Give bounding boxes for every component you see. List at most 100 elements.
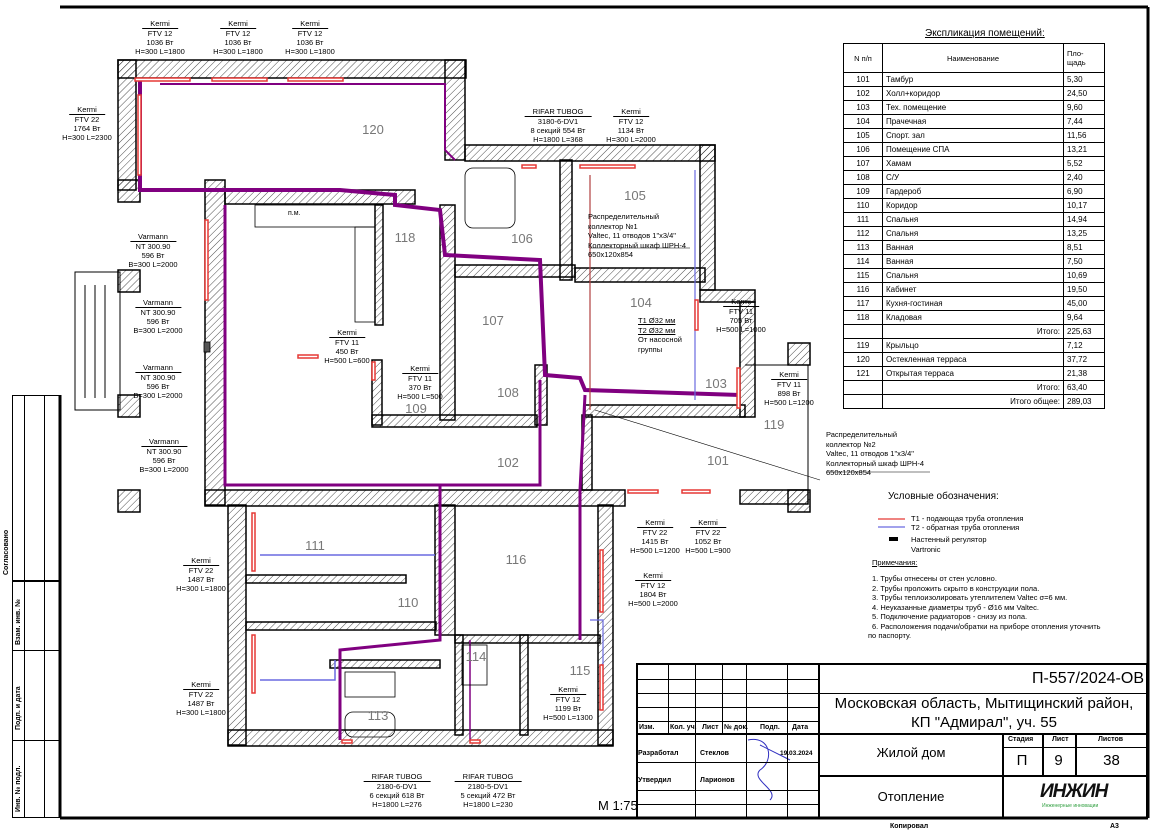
- radiator-model: FTV 12: [297, 29, 323, 38]
- radiator-brand: Varmann: [135, 363, 181, 373]
- room-number: 118: [394, 230, 416, 245]
- room-name: Крыльцо: [882, 338, 1064, 353]
- collector-2-line: коллектор №2: [826, 439, 876, 449]
- radiator-model: FTV 12: [618, 117, 644, 126]
- radiator-model: FTV 22: [74, 115, 100, 124]
- radiator-power: 596 Вт: [141, 251, 165, 260]
- radiator-power: 596 Вт: [146, 382, 170, 391]
- pump-note-from: От насосной: [638, 335, 682, 344]
- radiator-brand: Kermi: [635, 571, 671, 581]
- room-number: 110: [397, 595, 419, 610]
- room-area: 21,38: [1063, 366, 1105, 381]
- room-name: Остекленная терраса: [882, 352, 1064, 367]
- room-name: Кухня-гостиная: [882, 296, 1064, 311]
- room-num: 105: [843, 128, 883, 143]
- room-num: 104: [843, 114, 883, 129]
- room-number: 101: [707, 453, 729, 468]
- room-num: 110: [843, 198, 883, 213]
- note-item: 2. Трубы проложить скрыто в конструкции …: [872, 583, 1040, 593]
- room-name: Хамам: [882, 156, 1064, 171]
- radiator-model: NT 300.90: [140, 373, 176, 382]
- room-num: 117: [843, 296, 883, 311]
- room-num: 115: [843, 268, 883, 283]
- room-num: 109: [843, 184, 883, 199]
- room-area: 8,51: [1063, 240, 1105, 255]
- note-item: 4. Неуказанные диаметры труб - Ø16 мм Va…: [872, 602, 1039, 612]
- room-num: 119: [843, 338, 883, 353]
- room-num: 113: [843, 240, 883, 255]
- radiator-brand: Kermi: [329, 328, 365, 338]
- col-date: Дата: [792, 724, 809, 731]
- format-label: А3: [1110, 823, 1119, 830]
- address: Московская область, Мытищинский район, К…: [820, 694, 1148, 732]
- radiator-brand: Kermi: [183, 680, 219, 690]
- room-number: 102: [497, 455, 519, 470]
- room-name: Прачечная: [882, 114, 1064, 129]
- radiator-power: 596 Вт: [152, 456, 176, 465]
- room-area: 5,52: [1063, 156, 1105, 171]
- radiator-power: 1199 Вт: [554, 704, 582, 713]
- room-area: 2,40: [1063, 170, 1105, 185]
- radiator-size: H=1800 L=230: [463, 800, 513, 809]
- room-name: Ванная: [882, 240, 1064, 255]
- address-line-2: КП "Адмирал", уч. 55: [911, 714, 1057, 731]
- radiator-model: FTV 11: [334, 338, 360, 347]
- room-num: 108: [843, 170, 883, 185]
- agreed-label: Согласовано: [3, 529, 10, 575]
- table-row: Итого:225,63: [843, 324, 1105, 339]
- legend-title: Условные обозначения:: [888, 491, 999, 502]
- room-name: Помещение СПА: [882, 142, 1064, 157]
- room-number: 116: [505, 552, 527, 567]
- room-name: Кладовая: [882, 310, 1064, 325]
- col-doc: № док.: [724, 724, 748, 731]
- radiator-size: H=300 L=1800: [135, 47, 185, 56]
- collector-2-line: Распределительный: [826, 430, 898, 439]
- room-area: 7,12: [1063, 338, 1105, 353]
- stage-value: П: [1016, 752, 1028, 769]
- room-name: Спальня: [882, 268, 1064, 283]
- radiator-model: FTV 11: [407, 374, 433, 383]
- radiator-power: 1134 Вт: [617, 126, 645, 135]
- room-num: 116: [843, 282, 883, 297]
- legend-regulator-line: Настенный регулятор: [911, 535, 987, 544]
- note-item: по паспорту.: [868, 631, 912, 640]
- radiator-size: H=300 L=1800: [285, 47, 335, 56]
- room-number: 107: [482, 313, 504, 328]
- room-name: Тех. помещение: [882, 100, 1064, 115]
- pump-note-t2: Т2 Ø32 мм: [638, 325, 676, 335]
- developed-date: 19.03.2024: [780, 750, 813, 757]
- col-list: Лист: [702, 724, 719, 731]
- radiator-model: FTV 22: [642, 528, 668, 537]
- radiator-model: FTV 11: [776, 380, 802, 389]
- radiator-power: 1415 Вт: [641, 537, 669, 546]
- radiator-power: 1804 Вт: [639, 590, 667, 599]
- heating-pipes: [138, 78, 741, 740]
- radiator-size: H=300 L=1800: [176, 584, 226, 593]
- radiator-size: H=500 L=900: [685, 546, 731, 555]
- radiator-model: NT 300.90: [146, 447, 182, 456]
- room-area: 13,25: [1063, 226, 1105, 241]
- radiator-size: H=500 L=1000: [716, 325, 766, 334]
- subtotal-area: 63,40: [1063, 380, 1105, 395]
- room-area: 6,90: [1063, 184, 1105, 199]
- collector-1-line: коллектор №1: [588, 221, 638, 231]
- leader-lines: [590, 247, 930, 481]
